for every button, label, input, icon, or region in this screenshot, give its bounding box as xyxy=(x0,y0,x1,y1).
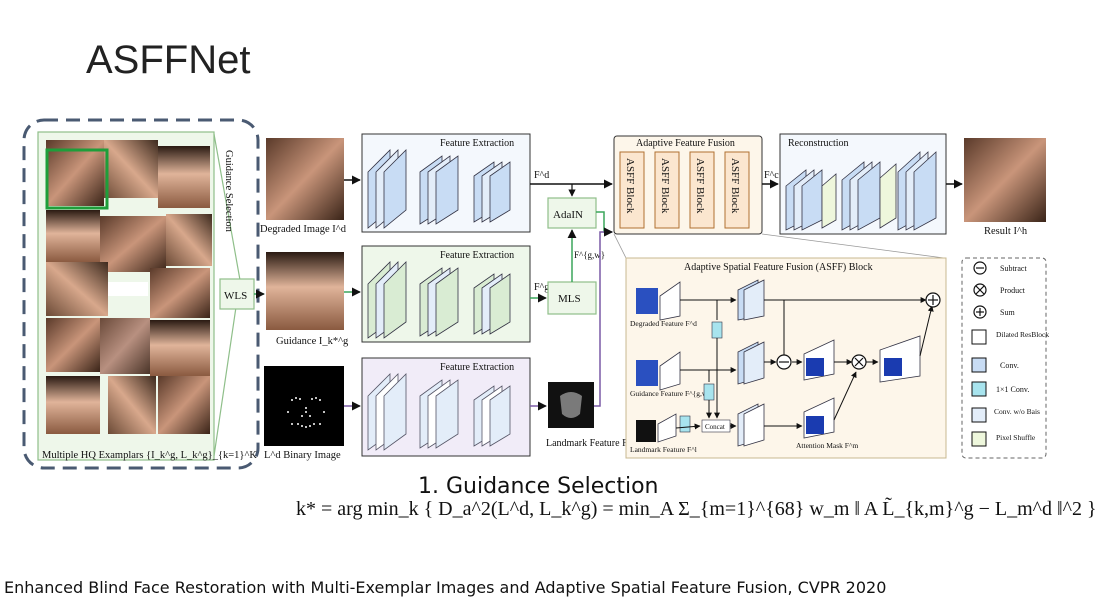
dilated-resblock-icon xyxy=(971,329,987,345)
section-heading: 1. Guidance Selection xyxy=(418,474,659,499)
landmark-feature-map xyxy=(636,420,656,442)
selected-exemplar-highlight xyxy=(45,148,109,210)
svg-text:Degraded Feature F^d: Degraded Feature F^d xyxy=(630,319,697,328)
asff-block-stack: ASFF Block ASFF Block ASFF Block ASFF Bl… xyxy=(619,151,750,229)
fused-map xyxy=(884,358,902,376)
svg-text:Feature Extraction: Feature Extraction xyxy=(440,138,514,149)
svg-text:Guidance Feature F^{g,w}: Guidance Feature F^{g,w} xyxy=(630,389,711,398)
degraded-feature-map xyxy=(636,288,658,314)
conv1x1-b xyxy=(703,383,715,401)
residual-map xyxy=(806,358,824,376)
arrow-adain-to-aff xyxy=(596,211,613,237)
exemplar-caption: Multiple HQ Examplars {I_k^g, L_k^g}_{k=… xyxy=(42,450,257,461)
paper-citation: Enhanced Blind Face Restoration with Mul… xyxy=(4,578,887,597)
wls-box xyxy=(219,278,255,310)
label-fgw: F^{g,w} xyxy=(574,250,605,260)
svg-text:ASFF Block: ASFF Block xyxy=(694,158,706,214)
slide-title: ASFFNet xyxy=(86,38,251,82)
label-fd: F^d xyxy=(534,170,549,181)
svg-text:Adaptive Feature Fusion: Adaptive Feature Fusion xyxy=(636,138,735,149)
zoom-line-right xyxy=(761,233,945,259)
attention-mask-map xyxy=(806,416,824,434)
svg-text:ASFF Block: ASFF Block xyxy=(624,158,636,214)
svg-text:ASFF Block: ASFF Block xyxy=(659,158,671,214)
asff-detail-block: Adaptive Spatial Feature Fusion (ASFF) B… xyxy=(625,257,947,459)
binary-caption: L^d Binary Image xyxy=(264,450,341,461)
svg-text:Attention Mask F^m: Attention Mask F^m xyxy=(796,441,858,450)
adain-label: AdaIN xyxy=(553,209,583,221)
adaptive-feature-fusion: Adaptive Feature Fusion ASFF Block ASFF … xyxy=(613,135,763,235)
svg-text:Feature Extraction: Feature Extraction xyxy=(440,250,514,261)
feature-extraction-guidance: Feature Extraction xyxy=(361,245,531,343)
result-caption: Result I^h xyxy=(984,226,1028,237)
svg-text:Concat: Concat xyxy=(705,423,725,431)
input-images: Degraded Image I^d Guidance I_k*^g L^d B… xyxy=(260,138,349,461)
label-fg: F^g xyxy=(534,282,549,293)
landmark-dots xyxy=(287,397,325,428)
legend: Subtract Product Sum Dilated ResBlock Co… xyxy=(961,257,1049,459)
adain-box xyxy=(547,197,597,229)
zoom-line-left xyxy=(613,233,627,259)
svg-text:Conv. w/o Bais: Conv. w/o Bais xyxy=(994,407,1040,416)
blocks-degraded xyxy=(367,149,511,229)
conv1x1-c xyxy=(679,415,691,433)
degraded-image xyxy=(266,138,344,220)
svg-text:Dilated ResBlock: Dilated ResBlock xyxy=(996,330,1049,339)
guidance-image xyxy=(266,252,344,330)
conv1x1-icon xyxy=(971,381,987,397)
svg-text:Conv.: Conv. xyxy=(1000,361,1019,370)
exemplar-face-grid xyxy=(46,140,212,434)
exemplar-gallery: Multiple HQ Examplars {I_k^g, L_k^g}_{k=… xyxy=(22,118,260,470)
arrow-landmark-to-aff xyxy=(594,227,613,407)
degraded-caption: Degraded Image I^d xyxy=(260,224,347,235)
asff-detail-title: Adaptive Spatial Feature Fusion (ASFF) B… xyxy=(684,262,873,273)
result-image xyxy=(964,138,1046,222)
svg-text:Sum: Sum xyxy=(1000,308,1015,317)
reconstruction: Reconstruction xyxy=(779,133,947,235)
svg-text:Pixel Shuffle: Pixel Shuffle xyxy=(996,433,1036,442)
wls-label: WLS xyxy=(224,290,247,302)
svg-text:Reconstruction: Reconstruction xyxy=(788,138,849,149)
feature-extraction-degraded: Feature Extraction xyxy=(361,133,531,233)
svg-text:ASFF Block: ASFF Block xyxy=(729,158,741,214)
guidance-selection-formula: k* = arg min_k { D_a^2(L^d, L_k^g) = min… xyxy=(296,498,1097,520)
svg-text:Product: Product xyxy=(1000,286,1026,295)
label-fc: F^c xyxy=(764,170,779,181)
conv-no-bias-icon xyxy=(971,407,987,423)
guidance-feature-map xyxy=(636,360,658,386)
svg-text:1×1 Conv.: 1×1 Conv. xyxy=(996,385,1029,394)
svg-text:Landmark Feature F^l: Landmark Feature F^l xyxy=(630,445,697,454)
guidance-caption: Guidance I_k*^g xyxy=(276,336,349,347)
mls-label: MLS xyxy=(558,293,581,305)
conv-icon xyxy=(971,357,987,373)
landmark-feature-shape xyxy=(560,392,582,418)
feature-extraction-landmark: Feature Extraction xyxy=(361,357,531,457)
guidance-selection-label: Guidance Selection xyxy=(223,150,234,233)
landmark-caption: Landmark Feature F^l xyxy=(546,438,635,449)
svg-text:Feature Extraction: Feature Extraction xyxy=(440,362,514,373)
binary-image xyxy=(264,366,344,446)
pixel-shuffle-icon xyxy=(971,431,987,447)
conv1x1-a xyxy=(711,321,723,339)
mls-box xyxy=(547,281,597,315)
svg-text:Subtract: Subtract xyxy=(1000,264,1027,273)
